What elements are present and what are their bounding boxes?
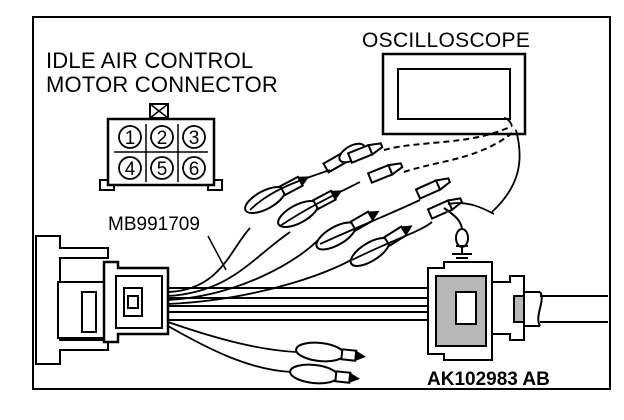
oscilloscope [381,52,527,136]
pin-label: 2 [157,128,168,149]
pin-label: 1 [125,128,136,149]
oscilloscope-label: OSCILLOSCOPE [362,29,531,52]
scope-lead-solid [491,117,521,213]
pin-circle [182,156,206,180]
oscilloscope-leads [383,125,517,173]
harness-connector-right [427,261,608,361]
pin-circle [150,125,174,149]
pin-label: 3 [189,128,200,149]
tool-label: MB991709 [108,214,200,235]
pin-label: 5 [157,159,168,180]
probe-clips [244,142,464,267]
connector-pins: 1 2 3 4 5 6 [118,125,206,180]
idle-air-control-motor [35,235,170,365]
pin-circle [118,125,142,149]
connector-title-line2: MOTOR CONNECTOR [46,72,278,97]
figure-id: AK102983 AB [427,369,550,390]
clip-wires [249,169,495,261]
pin-circle [150,156,174,180]
test-lamp [443,207,472,263]
pin-circle [182,125,206,149]
connector-title-line1: IDLE AIR CONTROL [46,48,254,73]
harness-bundle [168,287,430,321]
pin-label: 4 [125,159,136,180]
pin-circle [118,156,142,180]
pin-label: 6 [189,159,200,180]
lower-probe-clips [289,341,366,385]
tool-leader-line [207,235,227,271]
diagram-border [32,16,611,390]
